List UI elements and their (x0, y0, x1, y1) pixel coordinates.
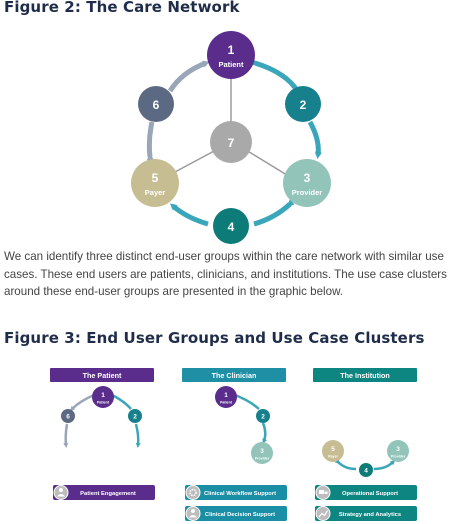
svg-text:Operational Support: Operational Support (342, 491, 398, 497)
arrow-3-to-4 (253, 199, 295, 227)
svg-text:Provider: Provider (255, 457, 270, 461)
chart-icon (315, 506, 331, 521)
figure-2-title: Figure 2: The Care Network (4, 0, 240, 16)
care-network-diagram: 1 Patient 2 3 Provider 4 5 Payer 6 7 (131, 31, 331, 244)
patient-icon (53, 485, 69, 500)
svg-text:3: 3 (260, 448, 264, 455)
svg-text:5: 5 (152, 171, 159, 185)
svg-text:Strategy and Analytics: Strategy and Analytics (339, 512, 401, 518)
svg-text:3: 3 (304, 171, 311, 185)
p2-node-1-patient: 1 Patient (215, 386, 237, 408)
svg-text:Provider: Provider (292, 188, 323, 197)
panel-header-patient (50, 368, 154, 382)
cluster-strategy-and-analytics: Strategy and Analytics (315, 506, 417, 521)
end-user-groups-diagram: The Patient 1 Patient 6 2 Patient Engage… (50, 368, 417, 521)
svg-text:7: 7 (228, 136, 235, 150)
cluster-operational-support: Operational Support (315, 485, 417, 500)
p2-arrow-1-2 (232, 391, 260, 410)
node-3-provider: 3 Provider (283, 159, 331, 207)
svg-text:Payer: Payer (145, 188, 166, 197)
doctor-icon (185, 506, 201, 521)
node-2: 2 (285, 86, 321, 122)
figure-3-title: Figure 3: End User Groups and Use Case C… (4, 329, 425, 347)
cluster-patient-engagement: Patient Engagement (53, 485, 155, 500)
panel-header-clinician (182, 368, 286, 382)
p2-node-2: 2 (256, 409, 270, 423)
panel-patient: The Patient 1 Patient 6 2 Patient Engage… (50, 368, 155, 500)
svg-text:Patient Engagement: Patient Engagement (80, 491, 136, 497)
p3-node-5-payer: 5 Payer (322, 440, 344, 462)
gear-icon (185, 485, 201, 500)
svg-text:Patient: Patient (218, 60, 244, 69)
svg-text:1: 1 (228, 43, 235, 57)
svg-text:Clinical Decision Support: Clinical Decision Support (205, 512, 275, 518)
svg-text:6: 6 (66, 414, 70, 421)
p1-arrow-6-down (63, 423, 69, 448)
svg-text:3: 3 (396, 446, 400, 453)
svg-text:1: 1 (101, 392, 105, 399)
svg-text:5: 5 (331, 446, 335, 453)
svg-text:Provider: Provider (391, 455, 406, 459)
svg-text:Patient: Patient (97, 401, 110, 405)
svg-text:Patient: Patient (220, 401, 233, 405)
p2-node-3-provider: 3 Provider (251, 442, 273, 464)
svg-text:4: 4 (364, 468, 368, 475)
svg-text:2: 2 (261, 414, 265, 421)
svg-text:6: 6 (153, 98, 160, 112)
svg-text:The Institution: The Institution (340, 371, 390, 380)
p1-node-1-patient: 1 Patient (92, 386, 114, 408)
cluster-clinical-workflow-support: Clinical Workflow Support (185, 485, 287, 500)
panel-header-institution (313, 368, 417, 382)
arrow-4-to-5 (169, 203, 209, 227)
node-5-payer: 5 Payer (131, 159, 179, 207)
arrow-6-to-1 (167, 60, 210, 93)
svg-text:4: 4 (228, 220, 235, 234)
node-1-patient: 1 Patient (207, 31, 255, 79)
arrow-1-to-2 (251, 58, 301, 94)
svg-text:2: 2 (133, 414, 137, 421)
p1-arrow-1-6 (69, 393, 95, 412)
svg-text:Clinical Workflow Support: Clinical Workflow Support (204, 491, 276, 497)
svg-text:1: 1 (224, 392, 228, 399)
node-7-center: 7 (210, 121, 252, 163)
panel-institution: The Institution 5 Payer 4 3 Provider Ope… (313, 368, 417, 521)
node-6: 6 (138, 86, 174, 122)
arrow-5-to-6 (146, 121, 155, 161)
p3-arrow-5-4 (334, 458, 357, 471)
arrow-2-to-3 (307, 120, 322, 159)
p3-arrow-4-3 (373, 459, 396, 471)
svg-text:2: 2 (300, 98, 307, 112)
intro-paragraph: We can identify three distinct end-user … (4, 250, 447, 298)
p1-arrow-1-2 (109, 391, 132, 410)
node-4: 4 (213, 208, 249, 244)
panel-clinician: The Clinician 1 Patient 2 3 Provider Cli… (182, 368, 287, 521)
cluster-clinical-decision-support: Clinical Decision Support (185, 506, 287, 521)
svg-text:Payer: Payer (328, 455, 338, 459)
p1-node-2: 2 (128, 409, 142, 423)
p1-arrow-2-down (134, 423, 141, 448)
p1-node-6: 6 (61, 409, 75, 423)
svg-text:The Patient: The Patient (83, 371, 122, 380)
svg-text:The Clinician: The Clinician (212, 371, 257, 380)
p2-arrow-2-3 (261, 422, 268, 444)
p3-node-3-provider: 3 Provider (387, 440, 409, 462)
p3-node-4: 4 (359, 463, 373, 477)
